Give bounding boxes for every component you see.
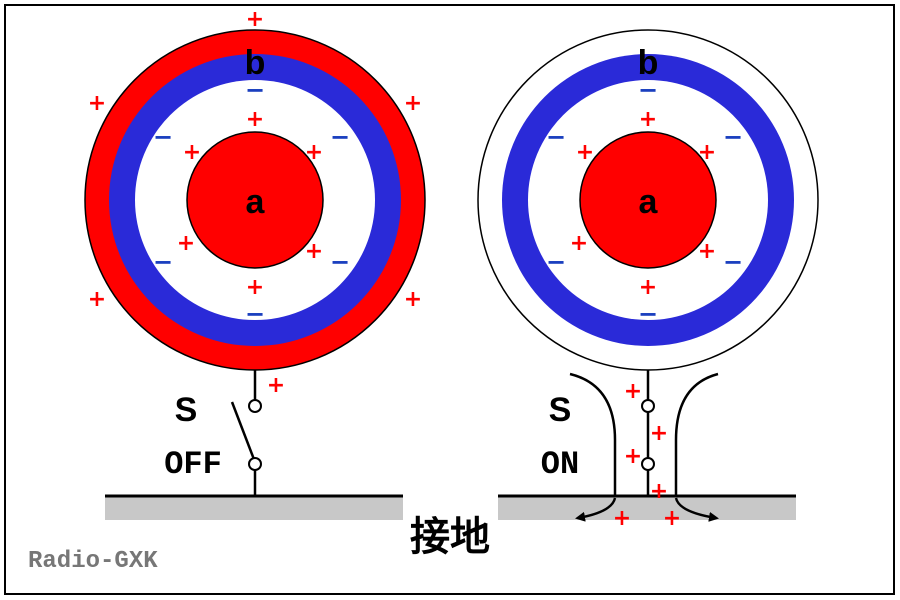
charge-plus: + — [305, 140, 323, 165]
charge-minus: − — [723, 123, 743, 151]
flow-channel-left — [569, 372, 617, 498]
right-shell-b-label: b — [638, 44, 659, 82]
charge-plus: + — [88, 287, 106, 312]
charge-plus: + — [624, 444, 642, 469]
right-switch-state: ON — [541, 446, 579, 483]
charge-minus: − — [546, 248, 566, 276]
left-switch-contact-bottom — [248, 457, 262, 471]
charge-plus: + — [88, 91, 106, 116]
charge-minus: − — [546, 123, 566, 151]
left-sphere-a-label: a — [246, 183, 266, 221]
right-switch-contact-top — [641, 399, 655, 413]
flow-arrow-left — [575, 497, 617, 522]
ground-label: 接地 — [410, 514, 490, 560]
left-ground-plate — [105, 496, 403, 520]
charge-plus: + — [246, 107, 264, 132]
watermark: Radio-GXK — [28, 548, 158, 575]
charge-minus: − — [638, 300, 658, 328]
charge-minus: − — [245, 300, 265, 328]
charge-plus: + — [570, 231, 588, 256]
charge-plus: + — [246, 7, 264, 32]
charge-minus: − — [245, 76, 265, 104]
charge-minus: − — [330, 248, 350, 276]
charge-plus: + — [698, 140, 716, 165]
left-switch-state: OFF — [164, 446, 222, 483]
charge-plus: + — [177, 231, 195, 256]
right-configuration: a b − − − − − − + + + + + + S ON + — [477, 29, 819, 531]
left-switch-contact-top — [248, 399, 262, 413]
right-sphere-a — [579, 131, 717, 269]
charge-plus: + — [613, 506, 631, 531]
flow-channel-right — [674, 372, 719, 498]
charge-plus: + — [576, 140, 594, 165]
charge-plus: + — [305, 239, 323, 264]
right-switch-contact-bottom — [641, 457, 655, 471]
charge-plus: + — [698, 239, 716, 264]
left-configuration: a b + + + + + − − − − − − + + + + + + + … — [84, 7, 426, 520]
charge-minus: − — [723, 248, 743, 276]
left-switch-blade — [230, 401, 257, 463]
flow-arrow-right — [674, 497, 719, 522]
charge-plus: + — [267, 373, 285, 398]
left-sphere-a — [186, 131, 324, 269]
charge-minus: − — [638, 76, 658, 104]
charge-plus: + — [624, 379, 642, 404]
left-switch-label: S — [175, 391, 198, 429]
charge-plus: + — [639, 107, 657, 132]
charge-plus: + — [650, 479, 668, 504]
charge-minus: − — [330, 123, 350, 151]
charge-plus: + — [246, 275, 264, 300]
right-switch-label: S — [549, 391, 572, 429]
charge-plus: + — [404, 91, 422, 116]
charge-plus: + — [183, 140, 201, 165]
charge-minus: − — [153, 248, 173, 276]
charge-minus: − — [153, 123, 173, 151]
right-sphere-a-label: a — [639, 183, 659, 221]
charge-plus: + — [663, 506, 681, 531]
left-shell-b-label: b — [245, 44, 266, 82]
charge-plus: + — [639, 275, 657, 300]
right-ground-plate — [498, 496, 796, 520]
charge-plus: + — [650, 421, 668, 446]
charge-plus: + — [404, 287, 422, 312]
